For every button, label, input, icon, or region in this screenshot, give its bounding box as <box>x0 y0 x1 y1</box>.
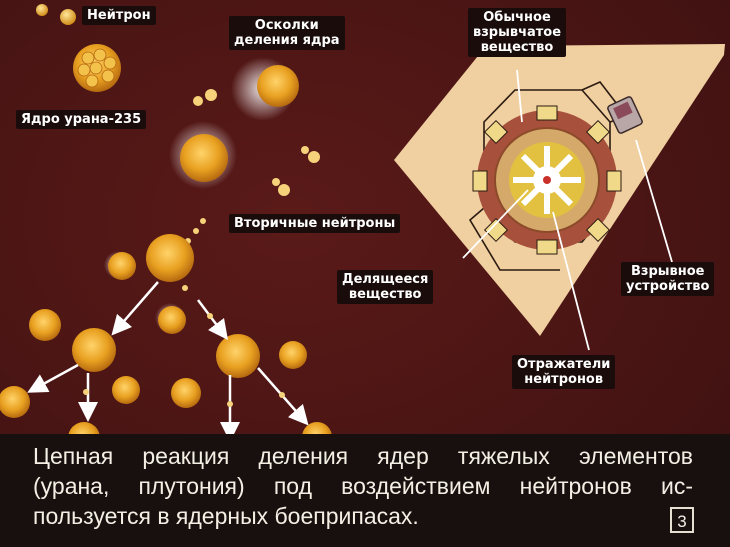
detonator-label: Взрывное устройство <box>621 262 715 296</box>
leader-lines <box>462 69 673 351</box>
fission-fragments-label: Осколки деления ядра <box>229 16 345 50</box>
neutron-reflectors-label: Отражатели нейтронов <box>512 355 616 389</box>
reflectors-label-line2: нейтронов <box>524 372 604 387</box>
explosive-label-line3: вещество <box>480 40 554 55</box>
detonator-label-line2: устройство <box>626 279 710 294</box>
fissile-label-line2: вещество <box>348 287 422 302</box>
fission-fragment-icon <box>169 57 299 189</box>
secondary-neutrons-label: Вторичные нейтроны <box>229 214 401 233</box>
bomb-schematic <box>394 44 725 351</box>
caption-panel: Цепная реакция деления ядер тяжелых элем… <box>0 434 730 547</box>
frame-number: 3 <box>670 507 694 533</box>
uranium-nucleus-label: Ядро урана-235 <box>16 110 147 129</box>
fission-fragments-label-line1: Осколки <box>254 18 319 33</box>
caption-line-1: Цепная реакция деления ядер тяжелых элем… <box>33 443 693 469</box>
chain-nucleus-icon <box>0 234 332 454</box>
caption-line-2: (урана, плутония) под воздействием нейтр… <box>33 473 693 499</box>
detonator-device-icon <box>607 96 643 134</box>
explosive-label-line1: Обычное <box>483 10 551 25</box>
fissile-material-label: Делящееся вещество <box>337 270 434 304</box>
explosive-label-line2: взрывчатое <box>473 25 562 40</box>
explosive-label: Обычное взрывчатое вещество <box>468 8 567 57</box>
explosive-lenses <box>472 105 622 255</box>
detonator-label-line1: Взрывное <box>630 264 705 279</box>
neutron-legend-icon <box>60 9 76 25</box>
reflectors-label-line1: Отражатели <box>517 357 611 372</box>
neutron-label: Нейтрон <box>82 6 156 25</box>
chain-reaction-diagram <box>0 4 332 454</box>
uranium-nucleus-icon <box>73 44 121 92</box>
fissile-label-line1: Делящееся <box>342 272 429 287</box>
caption-line-3: пользуется в ядерных боеприпасах. <box>33 503 419 529</box>
fission-fragments-label-line2: деления ядра <box>234 33 340 48</box>
